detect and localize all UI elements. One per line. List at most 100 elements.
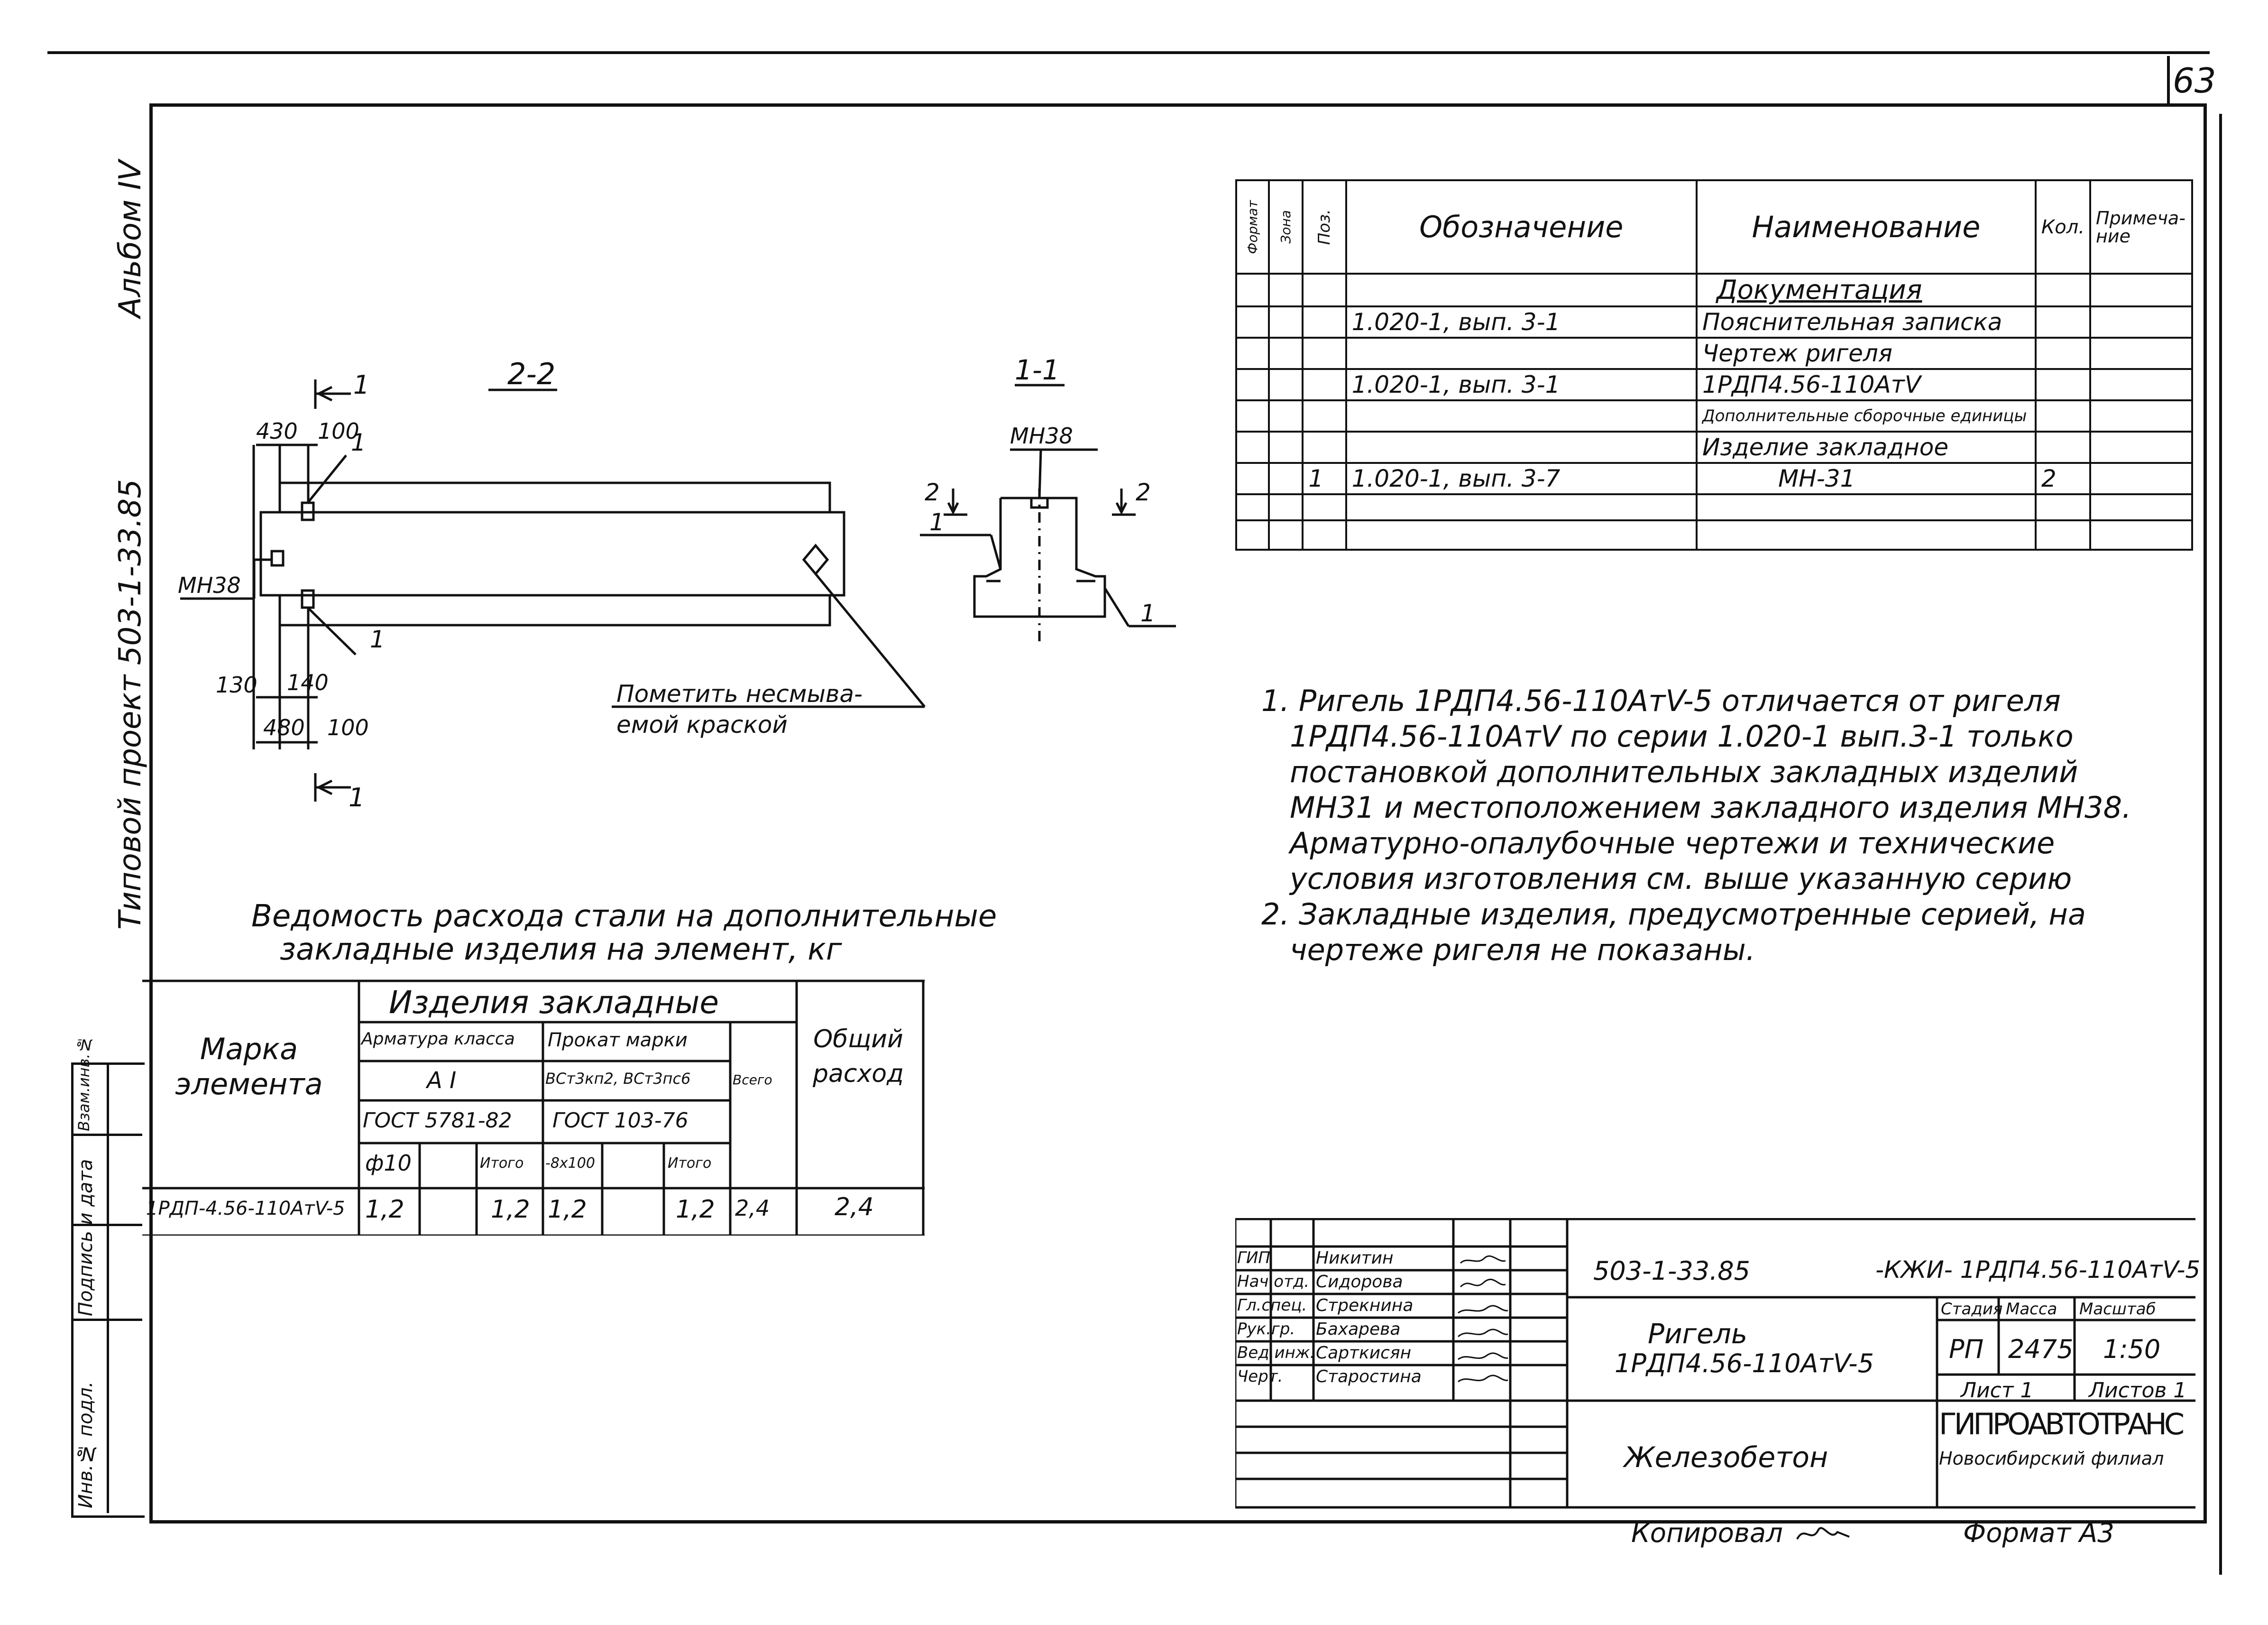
staff-role: Рук.гр. bbox=[1237, 1320, 1295, 1339]
specification-table: Формат Зона Поз. Обозначение Наименовани… bbox=[1235, 179, 2193, 551]
note-line: 2. Закладные изделия, предусмотренные се… bbox=[1261, 897, 2086, 932]
spec-name: 1РДП4.56-110АтV bbox=[1696, 368, 2037, 401]
row-vsego: 2,4 bbox=[735, 1195, 770, 1221]
note-line: чертеже ригеля не показаны. bbox=[1290, 933, 1755, 967]
dim-130: 130 bbox=[216, 672, 257, 698]
pos-label-c: 1 bbox=[929, 508, 945, 536]
spec-empty-cell bbox=[1268, 431, 1304, 464]
spec-designation bbox=[1345, 273, 1698, 307]
spec-empty-cell bbox=[2089, 519, 2193, 551]
staff-role: Нач.отд. bbox=[1237, 1272, 1310, 1291]
spec-pos bbox=[1302, 519, 1347, 551]
gost-rolled: ГОСТ 103-76 bbox=[552, 1108, 689, 1133]
title-block-grid bbox=[1235, 1218, 2195, 1509]
row-s100: 1,2 bbox=[548, 1195, 587, 1224]
beam-top-flange bbox=[278, 481, 831, 512]
spec-empty-cell bbox=[1235, 462, 1270, 495]
spec-empty-cell bbox=[1235, 431, 1270, 464]
spec-empty-cell bbox=[1235, 305, 1270, 339]
top-margin-line bbox=[47, 51, 2210, 54]
steel-table-grid bbox=[142, 979, 925, 1236]
strip-label-vzam: Взам.инв.№ bbox=[75, 1035, 93, 1131]
spec-empty-cell bbox=[1268, 273, 1304, 307]
spec-empty-cell bbox=[1268, 399, 1304, 433]
staff-role: ГИП bbox=[1237, 1248, 1270, 1267]
spec-empty-cell bbox=[2089, 368, 2193, 401]
notes-block: 1. Ригель 1РДП4.56-110АтV-5 отличается о… bbox=[1261, 683, 2162, 968]
pos-label-d: 1 bbox=[1140, 600, 1156, 627]
copied-signature bbox=[1795, 1523, 1852, 1546]
staff-name: Сарткисян bbox=[1316, 1343, 1412, 1363]
pos-label-b: 1 bbox=[370, 626, 385, 653]
spec-empty-cell bbox=[2089, 462, 2193, 495]
rolled-mark: ВСт3кп2, ВСт3пс6 bbox=[545, 1070, 691, 1088]
spec-row bbox=[1235, 493, 2193, 521]
spec-designation: 1.020-1, вып. 3-1 bbox=[1345, 305, 1698, 339]
row-mark: 1РДП-4.56-110АтV-5 bbox=[146, 1198, 345, 1219]
object-title: Ригель bbox=[1648, 1318, 1748, 1350]
sub-rolled: Прокат марки bbox=[548, 1029, 688, 1051]
stage-label: Стадия bbox=[1941, 1300, 2003, 1319]
header-format: Формат bbox=[1235, 179, 1270, 275]
spec-row: Дополнительные сборочные единицы bbox=[1235, 399, 2193, 433]
section-outline bbox=[973, 497, 1106, 618]
spec-qty: 2 bbox=[2034, 462, 2092, 495]
copied-by: Копировал bbox=[1631, 1518, 1783, 1549]
spec-empty-cell bbox=[1268, 462, 1304, 495]
c-phi10: ф10 bbox=[365, 1150, 412, 1176]
col-mark-label: Марка элемента bbox=[175, 1032, 323, 1102]
embed-bottom bbox=[301, 589, 315, 609]
row-itogo2: 1,2 bbox=[676, 1195, 715, 1224]
spec-designation bbox=[1345, 431, 1698, 464]
spec-empty-cell bbox=[1235, 519, 1270, 551]
sheet-label: Лист 1 bbox=[1961, 1378, 2034, 1403]
spec-empty-cell bbox=[1268, 337, 1304, 370]
header-note: Примеча-ние bbox=[2089, 179, 2193, 275]
grand-label: Общий расход bbox=[812, 1025, 904, 1088]
spec-qty bbox=[2034, 305, 2092, 339]
staff-name: Старостина bbox=[1316, 1367, 1422, 1386]
object-mark: 1РДП4.56-110АтV-5 bbox=[1615, 1348, 1874, 1378]
spec-name: Чертеж ригеля bbox=[1696, 337, 2037, 370]
staff-name: Бахарева bbox=[1316, 1320, 1401, 1339]
header-name: Наименование bbox=[1696, 179, 2037, 275]
spec-name: Пояснительная записка bbox=[1696, 305, 2037, 339]
spec-empty-cell bbox=[1235, 337, 1270, 370]
spec-empty-cell bbox=[1268, 519, 1304, 551]
header-designation: Обозначение bbox=[1345, 179, 1698, 275]
mark-mn38-section: МН38 bbox=[1010, 423, 1073, 449]
spec-pos bbox=[1302, 337, 1347, 370]
spec-qty bbox=[2034, 399, 2092, 433]
page-number: 63 bbox=[2173, 61, 2216, 101]
scale-value: 1:50 bbox=[2103, 1334, 2161, 1364]
spec-designation bbox=[1345, 337, 1698, 370]
spec-qty bbox=[2034, 368, 2092, 401]
dim-480: 480 bbox=[263, 715, 305, 740]
spec-row: Изделие закладное bbox=[1235, 431, 2193, 464]
spec-empty-cell bbox=[1268, 305, 1304, 339]
note-line: 1РДП4.56-110АтV по серии 1.020-1 вып.3-1… bbox=[1290, 719, 2074, 754]
staff-role: Черт. bbox=[1237, 1367, 1283, 1386]
beam-body bbox=[259, 511, 845, 597]
spec-empty-cell bbox=[1268, 368, 1304, 401]
spec-pos bbox=[1302, 399, 1347, 433]
staff-role: Вед.инж. bbox=[1237, 1343, 1315, 1362]
staff-role: Гл.спец. bbox=[1237, 1296, 1307, 1315]
sheet-format: Формат А3 bbox=[1963, 1518, 2114, 1549]
header-zone: Зона bbox=[1268, 179, 1304, 275]
spec-empty-cell bbox=[2089, 399, 2193, 433]
embed-mn38 bbox=[270, 550, 285, 567]
spec-empty-cell bbox=[2089, 305, 2193, 339]
spec-pos bbox=[1302, 273, 1347, 307]
spec-row bbox=[1235, 519, 2193, 551]
spec-designation bbox=[1345, 399, 1698, 433]
branch-name: Новосибирский филиал bbox=[1939, 1448, 2164, 1469]
strip-label-inv: Инв.№ подл. bbox=[75, 1381, 97, 1508]
drawing-code: 503-1-33.85 bbox=[1593, 1256, 1750, 1286]
embed-diamond bbox=[802, 544, 829, 576]
spec-designation bbox=[1345, 493, 1698, 521]
drawing-frame bbox=[149, 103, 2207, 1523]
